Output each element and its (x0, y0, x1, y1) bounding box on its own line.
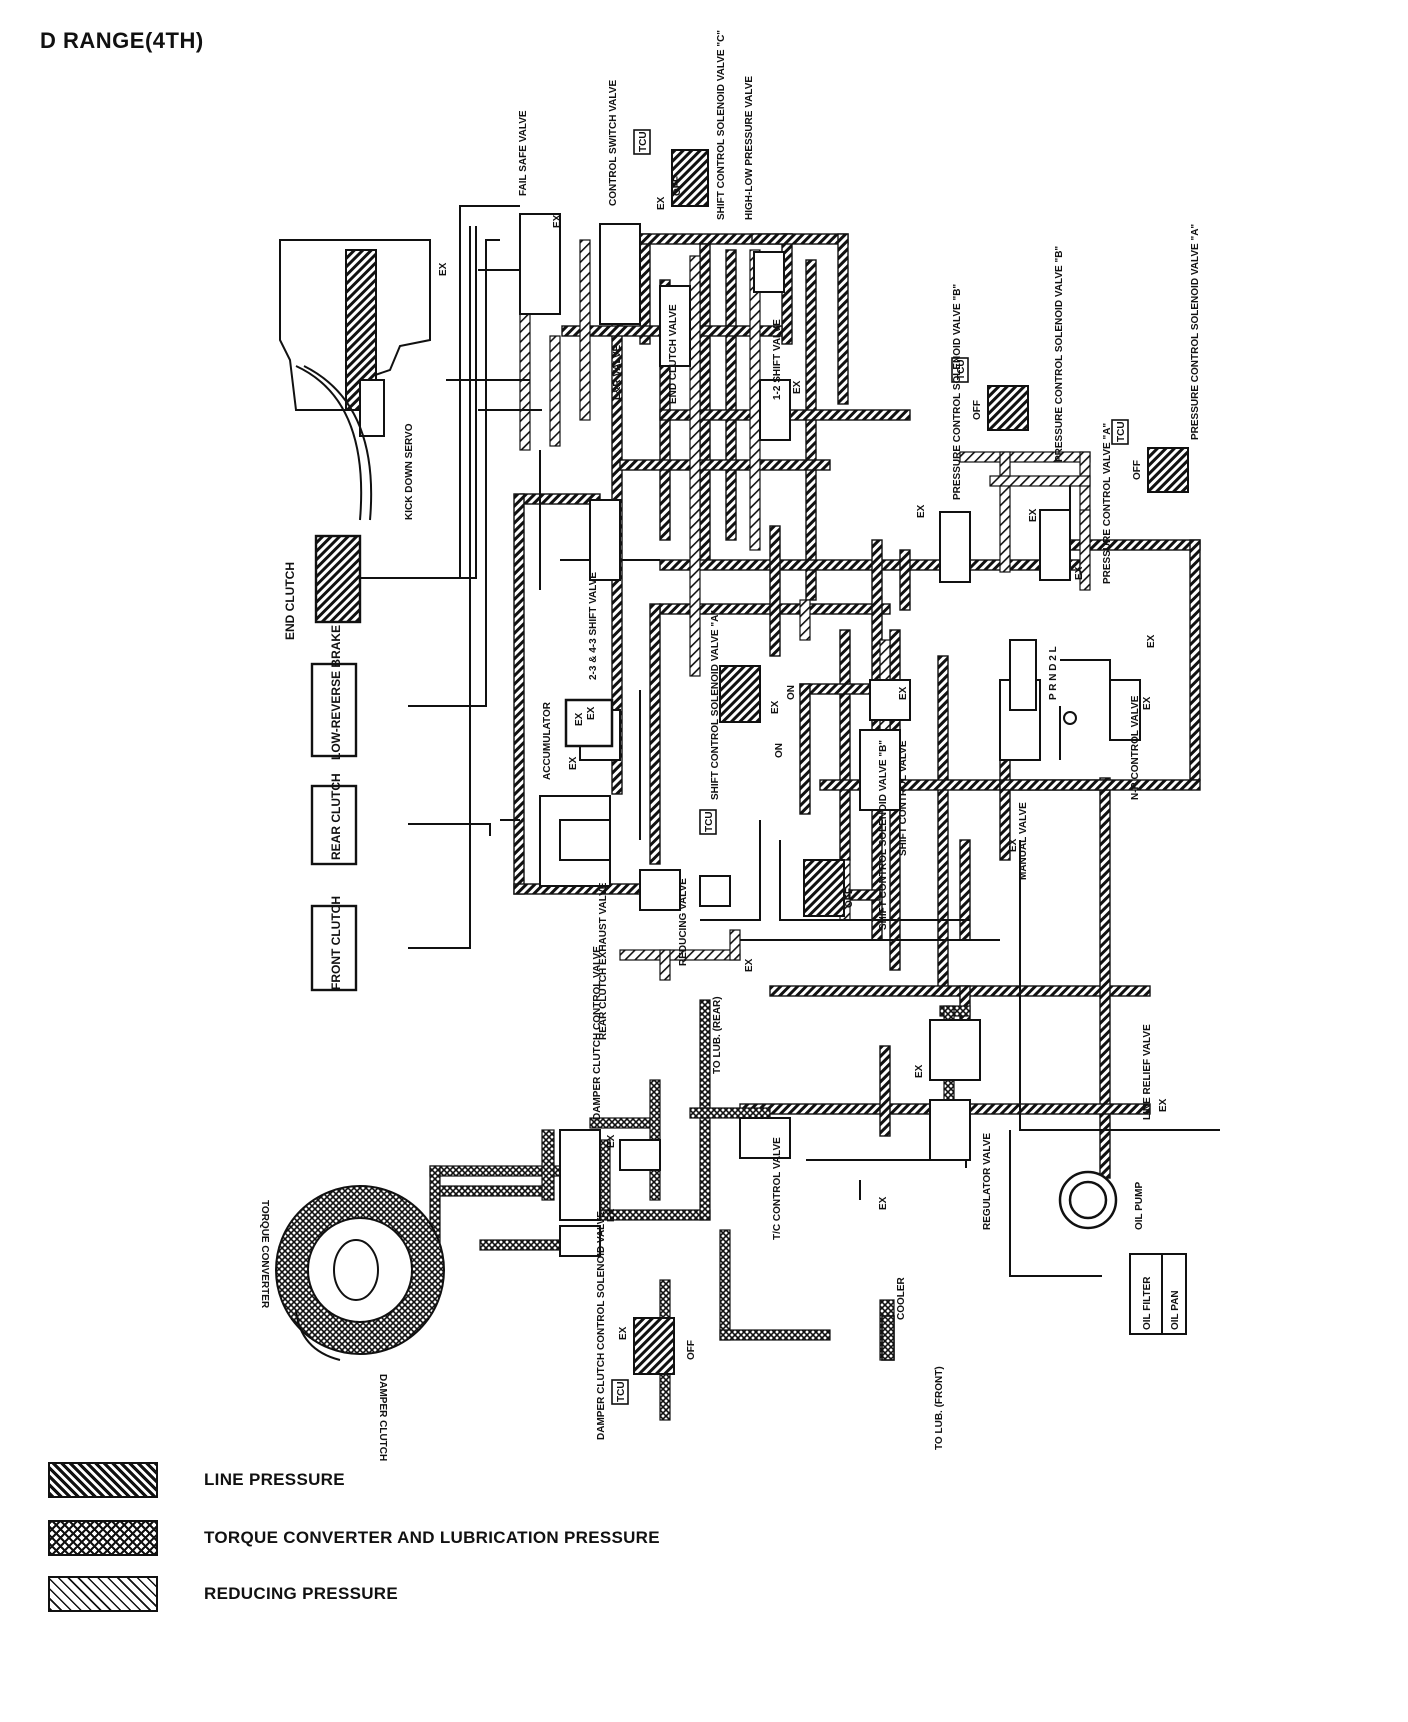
dccsv-label: DAMPER CLUTCH CONTROL SOLENOID VALVE (596, 1211, 607, 1440)
legend-label: LINE PRESSURE (204, 1470, 345, 1489)
ex-marker: EX (914, 1064, 925, 1078)
off-marker: OFF (844, 888, 855, 908)
control-switch-label: CONTROL SWITCH VALVE (608, 80, 619, 206)
tc-lube-swatch (48, 1520, 158, 1556)
shift-23-label: 2-3 & 4-3 SHIFT VALVE (588, 572, 599, 680)
pcv-b-label: PRESSURE CONTROL SOLENOID VALVE "B" (1054, 246, 1065, 462)
ex-marker: EX (770, 700, 781, 714)
page-title: D RANGE(4TH) (40, 28, 204, 53)
off-marker: OFF (672, 176, 683, 196)
tc-control-label: T/C CONTROL VALVE (772, 1137, 783, 1240)
solenoid-coils (633, 149, 1189, 1375)
off-marker: OFF (972, 400, 983, 420)
prnd-label: P R N D 2 L (1048, 646, 1059, 700)
shift-12-label: 1-2 SHIFT VALVE (772, 319, 783, 400)
manual-valve-label: MANUAL VALVE (1018, 802, 1029, 880)
end-clutch-label: END CLUTCH (283, 562, 297, 640)
ex-marker: EX (552, 214, 563, 228)
thin-drain-lines (350, 205, 1220, 1277)
ex-marker: EX (606, 1208, 617, 1222)
ex-marker: EX (438, 262, 449, 276)
reducing-swatch (48, 1576, 158, 1612)
pcv-a-label: PRESSURE CONTROL VALVE "A" (1102, 423, 1113, 584)
legend-label: REDUCING PRESSURE (204, 1584, 399, 1603)
oil-filter-pan (1129, 1253, 1187, 1335)
ex-marker: EX (792, 380, 803, 394)
regulator-label: REGULATOR VALVE (982, 1133, 993, 1230)
ex-marker: EX (656, 196, 667, 210)
lr-valve-label: L&R VALVE (612, 344, 623, 400)
ex-marker: EX (568, 756, 579, 770)
oil-pump-label: OIL PUMP (1134, 1182, 1145, 1230)
valve-bodies (519, 213, 1141, 1257)
legend-line-pressure: LINE PRESSURE (48, 1462, 345, 1498)
line-relief-label: LINE RELIEF VALVE (1142, 1024, 1153, 1120)
scsv-b-label: SHIFT CONTROL SOLENOID VALVE "B" (878, 740, 889, 930)
accumulator-body (564, 698, 614, 748)
tcu-marker: TCU (704, 811, 715, 832)
nr-control-label: N-R CONTROL VALVE (1130, 695, 1141, 800)
legend-label: TORQUE CONVERTER AND LUBRICATION PRESSUR… (204, 1528, 660, 1547)
legend-reducing: REDUCING PRESSURE (48, 1576, 398, 1612)
shift-solenoid-c-label: SHIFT CONTROL SOLENOID VALVE "C" (716, 30, 727, 220)
tcu-marker: TCU (638, 131, 649, 152)
off-marker: OFF (1132, 460, 1143, 480)
ex-marker: EX (1146, 634, 1157, 648)
on-marker: ON (786, 685, 797, 700)
ex-marker: EX (1158, 1098, 1169, 1112)
tcu-marker: TCU (956, 359, 967, 380)
torque-converter (275, 1185, 445, 1361)
damper-clutch-label: DAMPER CLUTCH (377, 1374, 388, 1461)
ex-marker: EX (898, 686, 909, 700)
torque-converter-label: TORQUE CONVERTER (259, 1200, 270, 1309)
ex-marker: EX (574, 712, 585, 726)
oil-pan-label: OIL PAN (1170, 1290, 1181, 1330)
manual-valve-detent (1009, 639, 1077, 725)
ex-marker: EX (744, 958, 755, 972)
kick-down-label: KICK DOWN SERVO (404, 423, 415, 520)
ex-marker: EX (1074, 566, 1085, 580)
to-lub-rear-label: TO LUB. (REAR) (712, 996, 723, 1074)
ex-marker: EX (916, 504, 927, 518)
oil-pump (1058, 1170, 1118, 1230)
to-lub-front-label: TO LUB. (FRONT) (934, 1366, 945, 1450)
low-reverse-label: LOW-REVERSE BRAKE (329, 625, 343, 760)
shift-control-label: SHIFT CONTROL VALVE (898, 740, 909, 856)
rear-clutch-label: REAR CLUTCH (329, 773, 343, 860)
ex-marker: EX (618, 1326, 629, 1340)
end-clutch-valve-label: END CLUTCH VALVE (668, 304, 679, 404)
high-low-label: HIGH-LOW PRESSURE VALVE (744, 76, 755, 220)
tcu-marker: TCU (616, 1381, 627, 1402)
cooler-label: COOLER (896, 1276, 907, 1320)
kick-down-servo (279, 239, 431, 521)
legend-tc-lube: TORQUE CONVERTER AND LUBRICATION PRESSUR… (48, 1520, 660, 1556)
tcu-boxes (611, 129, 1129, 1405)
damper-clutch-control-label: DAMPER CLUTCH CONTROL VALVE (592, 946, 603, 1120)
scsv-a-label: SHIFT CONTROL SOLENOID VALVE "A" (710, 610, 721, 800)
ex-marker: EX (606, 1134, 617, 1148)
pcsv-b-label: PRESSURE CONTROL SOLENOID VALVE "B" (952, 284, 963, 500)
tcu-marker: TCU (1116, 421, 1127, 442)
reducing-label: REDUCING VALVE (678, 878, 689, 966)
ex-marker: EX (878, 1196, 889, 1210)
off-marker: OFF (686, 1340, 697, 1360)
fail-safe-label: FAIL SAFE VALVE (518, 110, 529, 196)
cooler-body (881, 1315, 895, 1361)
pcsv-a-label: PRESSURE CONTROL SOLENOID VALVE "A" (1190, 224, 1201, 440)
rear-clutch-exhaust-label: REAR CLUTCH EXHAUST VALVE (598, 882, 609, 1040)
ex-marker: EX (1028, 508, 1039, 522)
accumulator-label: ACCUMULATOR (542, 701, 553, 780)
ex-marker: EX (1142, 696, 1153, 710)
ex-marker: EX (1008, 838, 1019, 852)
clutch-boxes (310, 534, 362, 992)
oil-filter-label: OIL FILTER (1142, 1276, 1153, 1330)
line-pressure-swatch (48, 1462, 158, 1498)
on-marker: ON (774, 743, 785, 758)
ex-marker: EX (586, 706, 597, 720)
front-clutch-label: FRONT CLUTCH (329, 896, 343, 990)
